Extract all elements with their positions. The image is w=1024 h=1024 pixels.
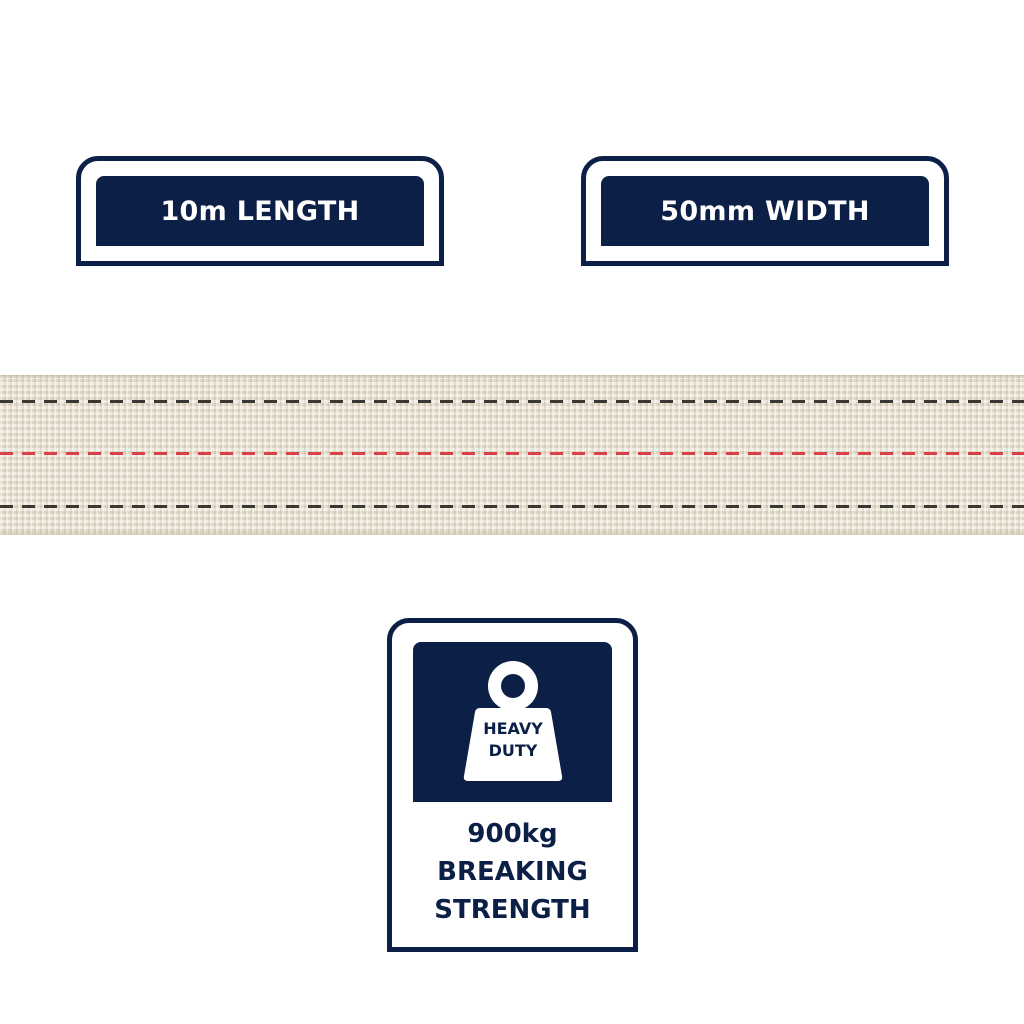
length-badge: 10m LENGTH [76,156,444,266]
length-label: 10m LENGTH [160,195,360,227]
center-red-stitch-line [0,452,1024,455]
bottom-stitch-line [0,505,1024,508]
width-label: 50mm WIDTH [660,195,870,227]
card-icon-panel: HEAVY DUTY [413,642,612,802]
width-badge: 50mm WIDTH [581,156,949,266]
webbing-strap-image [0,375,1024,535]
strength-value: 900kg [467,819,558,849]
top-stitch-line [0,400,1024,403]
heavy-weight-icon: HEAVY DUTY [458,660,568,790]
width-badge-panel: 50mm WIDTH [601,176,929,246]
heavy-duty-label: HEAVY DUTY [483,719,543,760]
strength-line2: BREAKING [437,857,588,887]
length-badge-panel: 10m LENGTH [96,176,424,246]
breaking-strength-card: HEAVY DUTY 900kg BREAKING STRENGTH [387,618,638,952]
strength-line3: STRENGTH [434,895,591,925]
breaking-strength-text: 900kg BREAKING STRENGTH [392,815,633,929]
